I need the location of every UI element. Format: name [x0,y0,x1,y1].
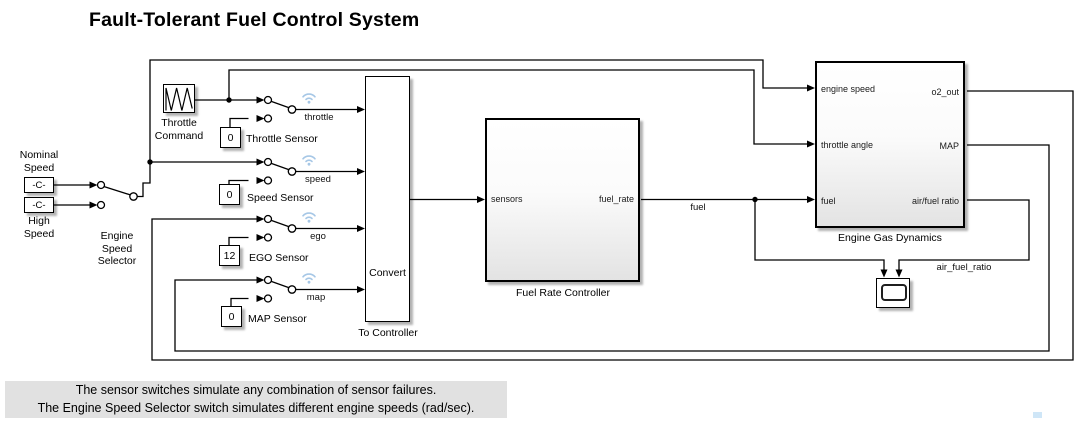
to-controller-label: To Controller [358,327,418,339]
nominal-speed-label: Nominal Speed [9,149,69,174]
speed-switch-out-terminal[interactable] [287,167,297,176]
throttle-command-label: Throttle Command [146,117,212,142]
speed-switch-lever[interactable] [270,162,290,171]
to-controller-block[interactable]: Convert [365,76,410,322]
throttle-command-label-line2: Command [154,129,204,142]
ego-sensor-constant-block[interactable]: 12 [219,245,240,266]
speed-sensor-value: 0 [226,188,233,201]
engine-port-throttle-angle: throttle angle [821,140,874,150]
throttle-sensor-constant-block[interactable]: 0 [220,127,241,148]
wire-throttle-const[interactable] [229,117,249,128]
engine-speed-selector-label-line1: Engine [100,230,134,242]
annotation-line2: The Engine Speed Selector switch simulat… [37,400,475,415]
engine-speed-selector-label-line2: Speed [101,242,133,255]
engine-speed-selector-lever[interactable] [104,185,131,196]
annotation-line1: The sensor switches simulate any combina… [75,383,437,397]
map-sensor-value: 0 [228,310,235,323]
map-signal-label[interactable]: map [306,292,326,303]
ego-switch-top-terminal[interactable] [263,214,273,224]
fuel-rate-controller-port-sensors: sensors [491,194,523,204]
high-speed-value: -C- [32,199,46,211]
nominal-speed-constant-block[interactable]: -C- [24,177,54,193]
throttle-switch-bottom-terminal[interactable] [263,114,273,123]
speed-wireless-icon[interactable] [302,155,316,167]
wire-ego-const[interactable] [228,236,249,246]
wire-map-const[interactable] [230,297,249,307]
model-title: Fault-Tolerant Fuel Control System [89,9,420,31]
throttle-switch-lever[interactable] [270,100,290,109]
selection-artifact [1033,412,1042,418]
ego-signal-label[interactable]: ego [310,231,326,242]
throttle-command-block[interactable] [163,84,195,113]
scope-screen-icon [881,284,907,301]
engine-port-engine-speed: engine speed [821,84,876,94]
ego-switch-lever[interactable] [270,219,290,228]
engine-speed-selector-label-line3: Selector [97,255,137,267]
speed-sensor-constant-block[interactable]: 0 [219,184,240,205]
throttle-command-label-line1: Throttle [161,117,197,129]
high-speed-label-line1: High [28,215,50,227]
speed-signal-label[interactable]: speed [305,174,331,185]
map-sensor-label: MAP Sensor [248,313,307,325]
map-switch-top-terminal[interactable] [263,275,273,285]
fuel-rate-controller-label: Fuel Rate Controller [516,287,610,299]
high-speed-label: High Speed [9,215,69,240]
map-sensor-constant-block[interactable]: 0 [221,306,242,327]
ego-sensor-label: EGO Sensor [249,252,309,264]
map-wireless-icon[interactable] [302,273,316,285]
map-switch-lever[interactable] [270,280,290,289]
throttle-switch-top-terminal[interactable] [263,95,273,105]
engine-port-air-fuel-ratio: air/fuel ratio [911,196,959,206]
high-speed-label-line2: Speed [23,227,55,240]
speed-switch-bottom-terminal[interactable] [263,176,273,185]
high-speed-constant-block[interactable]: -C- [24,197,54,213]
engine-port-fuel: fuel [821,196,836,206]
engine-gas-dynamics-block[interactable]: engine speed throttle angle fuel o2_out … [815,61,965,228]
ego-switch-out-terminal[interactable] [287,224,297,233]
fuel-rate-controller-port-fuel-rate: fuel_rate [598,194,634,204]
convert-text: Convert [369,267,406,279]
throttle-signal-label[interactable]: throttle [304,112,334,123]
selector-top-terminal[interactable] [96,180,106,190]
engine-port-map: MAP [939,141,959,151]
nominal-speed-label-line2: Speed [23,161,55,174]
ego-sensor-value: 12 [223,249,236,262]
fuel-wire-label[interactable]: fuel [690,202,706,213]
annotation-box[interactable]: The sensor switches simulate any combina… [5,381,507,418]
ego-switch-bottom-terminal[interactable] [263,233,273,242]
throttle-sensor-value: 0 [227,131,234,144]
engine-speed-selector-label: Engine Speed Selector [87,230,147,268]
nominal-speed-label-line1: Nominal [19,149,59,161]
nominal-speed-value: -C- [32,179,46,191]
map-switch-bottom-terminal[interactable] [263,294,273,303]
selector-out-terminal[interactable] [129,192,138,201]
air-fuel-ratio-wire-label[interactable]: air_fuel_ratio [936,262,992,273]
throttle-wireless-icon[interactable] [302,93,316,105]
scope-block[interactable] [876,278,910,308]
engine-gas-dynamics-label: Engine Gas Dynamics [838,232,942,244]
fuel-rate-controller-block[interactable]: sensors fuel_rate [485,118,640,282]
selector-bottom-terminal[interactable] [96,200,106,210]
speed-switch-top-terminal[interactable] [263,157,273,167]
throttle-sensor-label: Throttle Sensor [246,133,318,145]
speed-sensor-label: Speed Sensor [247,192,314,204]
engine-port-o2-out: o2_out [931,87,959,97]
ego-wireless-icon[interactable] [302,212,316,224]
